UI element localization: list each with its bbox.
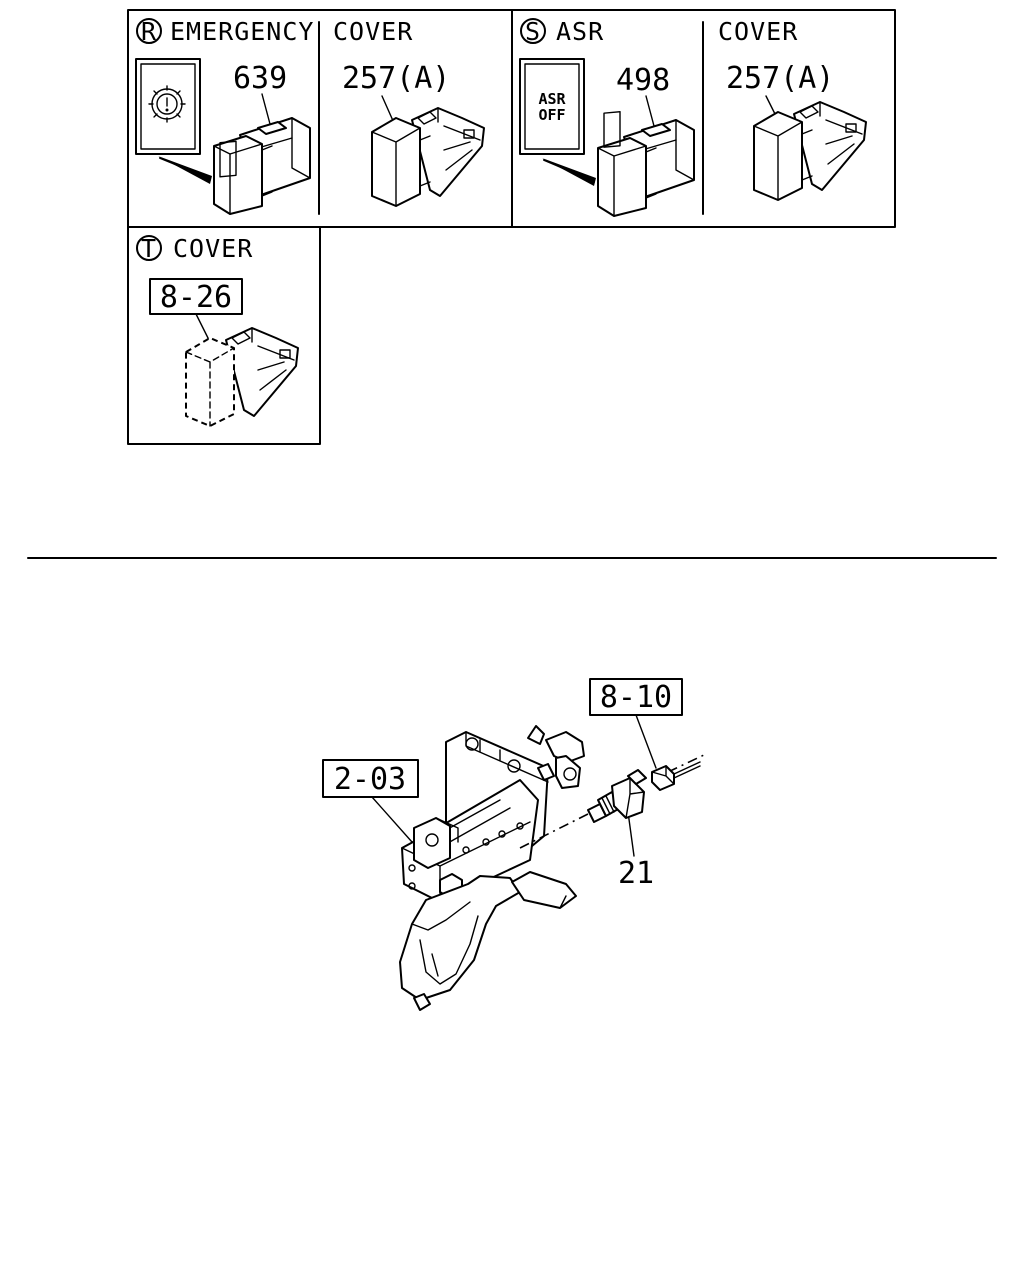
- panel-letter-t: T: [141, 234, 157, 263]
- panel-asr: S ASR 498 ASR OFF: [519, 17, 695, 217]
- part-number-257a-1: 257(A): [342, 61, 450, 96]
- pedal-bracket-drawing: [399, 725, 585, 1011]
- part-number-257a-2: 257(A): [726, 61, 834, 96]
- connector-8-10-drawing: [651, 761, 701, 791]
- leader-line-498: [645, 95, 655, 127]
- leader-line-8-10: [635, 714, 657, 769]
- asr-switch-icon-plate: ASR OFF: [519, 58, 585, 155]
- ref-number-8-10: 8-10: [600, 680, 672, 715]
- panel-label-cover-1: COVER: [333, 17, 413, 46]
- panel-letter-s: S: [525, 17, 541, 46]
- panel-label-cover-2: COVER: [718, 17, 798, 46]
- leader-line-639: [261, 93, 271, 125]
- switch-panel-grid: [127, 9, 896, 445]
- pedal-assembly: 2-03 8-10 21: [322, 678, 707, 1011]
- part-number-498: 498: [616, 63, 670, 98]
- asr-plate-text-line2: OFF: [538, 106, 565, 124]
- cover-drawing-t: [185, 327, 299, 427]
- panel-label-asr: ASR: [556, 17, 604, 46]
- asr-switch-drawing: [597, 111, 695, 217]
- ref-number-2-03: 2-03: [334, 762, 406, 797]
- asr-plate-text-line1: ASR: [538, 90, 566, 108]
- gear-icon: [148, 85, 186, 123]
- emergency-switch-icon-plate: [135, 58, 201, 155]
- panel-label-cover-t: COVER: [173, 234, 253, 263]
- panel-label-emergency: EMERGENCY: [170, 17, 314, 46]
- panel-cover-1: COVER 257(A): [333, 17, 485, 207]
- cover-drawing-1: [371, 107, 485, 207]
- cover-drawing-2: [753, 101, 867, 201]
- ref-box-2-03: [322, 759, 419, 798]
- panel-letter-r: R: [141, 17, 157, 46]
- axis-centerline-right: [667, 753, 707, 773]
- part-number-21: 21: [618, 856, 654, 891]
- panel-emergency: R EMERGENCY 639: [135, 17, 314, 215]
- panel-cover-t: T COVER 8-26: [136, 234, 299, 427]
- panel-cover-2: COVER 257(A): [718, 17, 867, 201]
- axis-centerline: [519, 807, 601, 849]
- ref-number-8-26: 8-26: [160, 280, 232, 315]
- part-number-639: 639: [233, 61, 287, 96]
- switch-21-drawing: [587, 769, 647, 823]
- emergency-switch-drawing: [213, 117, 311, 215]
- leader-line-2-03: [371, 796, 413, 843]
- leader-line-21: [627, 811, 635, 857]
